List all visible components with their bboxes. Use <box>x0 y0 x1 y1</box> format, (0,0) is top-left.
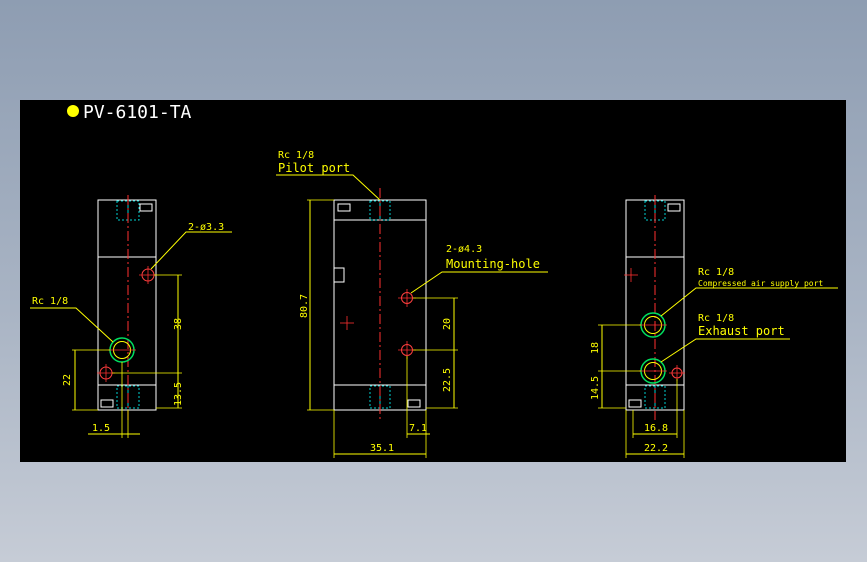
center-dim-80-7: 80.7 <box>299 294 310 318</box>
left-port-leader <box>30 307 114 343</box>
center-top-tab <box>337 203 351 212</box>
right-dim-16-8: 16.8 <box>644 423 668 434</box>
center-pilot-thread: Rc 1/8 <box>278 150 314 161</box>
center-hole-callout: 2-ø4.3 <box>446 244 482 255</box>
center-hole-label: Mounting-hole <box>446 257 540 271</box>
left-hole-leader <box>150 231 232 270</box>
right-dim-18: 18 <box>590 342 601 354</box>
left-bottom-tab <box>100 399 114 408</box>
cad-viewport: PV-6101-TA 2-ø3.3 Rc 1/8 <box>20 100 846 462</box>
drawing-title: PV-6101-TA <box>83 102 192 123</box>
left-body-outline <box>97 199 157 411</box>
center-view: Rc 1/8 Pilot port 2-ø4.3 Mounting-hole 8… <box>276 150 548 458</box>
left-top-tab <box>139 203 153 212</box>
left-view: 2-ø3.3 Rc 1/8 38 13.5 22 1.5 <box>30 195 232 438</box>
left-dim-38: 38 <box>173 318 184 330</box>
left-port-callout: Rc 1/8 <box>32 296 68 307</box>
right-supply-label: Compressed air supply port <box>698 279 823 288</box>
center-pilot-label: Pilot port <box>278 161 350 175</box>
center-dim-22-5: 22.5 <box>442 368 453 392</box>
right-exhaust-leader <box>660 338 790 363</box>
center-dim-20: 20 <box>442 318 453 330</box>
technical-drawing: PV-6101-TA 2-ø3.3 Rc 1/8 <box>30 102 838 458</box>
left-dim-1-5: 1.5 <box>92 423 110 434</box>
title-dot <box>67 105 79 117</box>
right-dim-14-5: 14.5 <box>590 376 601 400</box>
right-view: Rc 1/8 Compressed air supply port Rc 1/8… <box>590 195 838 458</box>
right-supply-thread: Rc 1/8 <box>698 267 734 278</box>
right-top-tab <box>667 203 681 212</box>
right-dim-22-2: 22.2 <box>644 443 668 454</box>
center-pilot-leader <box>276 174 381 201</box>
left-dim-13-5: 13.5 <box>173 382 184 406</box>
left-bottom-port-hatch <box>116 385 140 409</box>
center-side-notch <box>333 267 345 283</box>
center-dim-7-1: 7.1 <box>409 423 427 434</box>
center-bottom-tab <box>407 399 421 408</box>
right-exhaust-label: Exhaust port <box>698 324 785 338</box>
center-dim-35-1: 35.1 <box>370 443 394 454</box>
right-supply-leader <box>660 287 838 317</box>
right-exhaust-thread: Rc 1/8 <box>698 313 734 324</box>
left-dim-22: 22 <box>62 374 73 386</box>
right-bottom-tab <box>628 399 642 408</box>
center-hole-leader <box>410 271 548 294</box>
left-hole-callout: 2-ø3.3 <box>188 222 224 233</box>
